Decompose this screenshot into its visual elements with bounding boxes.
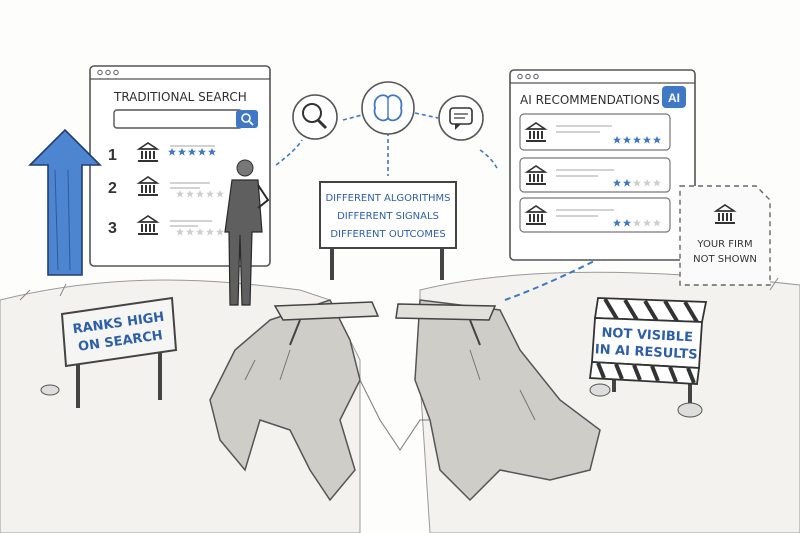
center-sign-line-1: DIFFERENT ALGORITHMS <box>325 193 450 204</box>
rocks <box>40 383 703 418</box>
rank-number: 3 <box>108 220 117 237</box>
search-icon <box>241 113 254 126</box>
right-sign-line-1: NOT VISIBLE <box>601 326 693 346</box>
firm-card: YOUR FIRM NOT SHOWN <box>679 185 771 286</box>
firm-card-line-1: YOUR FIRM <box>696 239 752 250</box>
ai-recommendations-title: AI RECOMMENDATIONS <box>520 93 660 107</box>
left-sign: RANKS HIGH ON SEARCH <box>60 296 178 408</box>
up-arrow-icon <box>28 128 102 276</box>
chat-icon <box>438 95 484 141</box>
ai-badge <box>662 86 686 108</box>
center-sign-line-2: DIFFERENT SIGNALS <box>337 211 439 222</box>
traditional-result-3: 3 <box>108 215 224 237</box>
center-sign-line-3: DIFFERENT OUTCOMES <box>330 229 445 240</box>
traditional-search-window: TRADITIONAL SEARCH 1 2 3 <box>89 65 271 267</box>
ai-recommendations-window: AI RECOMMENDATIONS AI <box>509 69 696 261</box>
man-figure <box>224 159 270 306</box>
rank-number: 1 <box>108 147 117 164</box>
traditional-result-1: 1 <box>108 142 216 164</box>
ai-result-3 <box>519 197 671 233</box>
search-button[interactable] <box>236 110 258 128</box>
firm-card-line-2: NOT SHOWN <box>693 254 757 265</box>
right-sign: NOT VISIBLE IN AI RESULTS <box>588 297 708 405</box>
chasm <box>209 299 601 502</box>
ai-result-2 <box>519 157 671 193</box>
traditional-result-2: 2 <box>108 176 224 198</box>
traditional-search-title: TRADITIONAL SEARCH <box>113 90 247 104</box>
magnifier-icon <box>292 94 338 140</box>
rank-number: 2 <box>108 180 117 197</box>
brain-icon <box>361 81 415 135</box>
search-field[interactable] <box>113 109 243 129</box>
right-sign-line-2: IN AI RESULTS <box>594 342 697 362</box>
broken-bridge <box>273 301 497 346</box>
ai-badge-label: AI <box>668 91 680 105</box>
center-sign: DIFFERENT ALGORITHMS DIFFERENT SIGNALS D… <box>319 181 457 280</box>
